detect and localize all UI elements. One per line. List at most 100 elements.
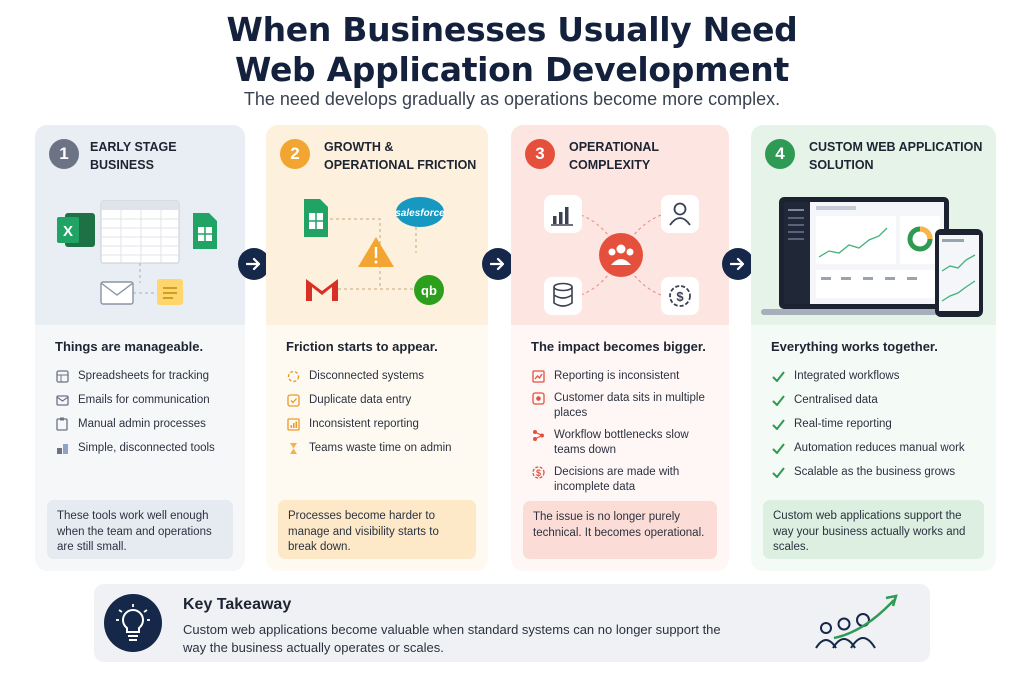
disconnect-icon (286, 369, 300, 383)
team-hub-icon (599, 233, 643, 277)
stage-title-line-2: BUSINESS (90, 158, 154, 172)
stage-title: GROWTH & OPERATIONAL FRICTION (324, 138, 476, 174)
team-growth-icon (815, 594, 898, 649)
google-sheets-icon (304, 199, 328, 237)
list-item-text: Spreadsheets for tracking (78, 370, 210, 382)
list-item: Simple, disconnected tools (55, 441, 235, 456)
quickbooks-logo: qb (414, 275, 444, 305)
stage-note: The issue is no longer purely technical.… (523, 501, 717, 559)
list-item: Scalable as the business grows (771, 465, 986, 480)
list-item: Centralised data (771, 393, 986, 408)
stage-title: EARLY STAGE BUSINESS (90, 138, 177, 174)
lightbulb-icon (104, 594, 162, 652)
stage-card-4-header: 4 CUSTOM WEB APPLICATION SOLUTION (751, 125, 996, 325)
list-item-text: Customer data sits in multiple places (554, 392, 705, 419)
svg-text:salesforce: salesforce (395, 208, 445, 219)
chart-icon (531, 369, 545, 383)
title-line-2: Web Application Development (235, 50, 789, 89)
stage-title-line-1: OPERATIONAL (569, 140, 660, 154)
warning-icon (358, 237, 394, 267)
list-item-text: Simple, disconnected tools (78, 442, 215, 454)
list-item: $ Decisions are made with incomplete data (531, 465, 719, 495)
list-item-text: Real-time reporting (794, 418, 892, 430)
list-item: Teams waste time on admin (286, 441, 478, 456)
check-icon (771, 417, 785, 431)
stage-title-line-1: EARLY STAGE (90, 140, 177, 154)
svg-text:X: X (63, 223, 73, 240)
stage-card-2-body: Friction starts to appear. Disconnected … (266, 325, 488, 571)
stage-lead: Things are manageable. (55, 339, 204, 354)
database-node (544, 277, 582, 315)
google-sheets-icon (193, 213, 217, 249)
next-arrow-icon (238, 248, 270, 280)
dollar-gear-node: $ (661, 277, 699, 315)
database-icon (531, 391, 545, 405)
list-item: Disconnected systems (286, 369, 478, 384)
stage-title-line-1: CUSTOM WEB APPLICATION (809, 140, 983, 154)
stage-lead: The impact becomes bigger. (531, 339, 706, 354)
spreadsheet-icon (55, 369, 69, 383)
list-item: Automation reduces manual work (771, 441, 986, 456)
stage-number-badge: 3 (525, 139, 555, 169)
report-icon (286, 417, 300, 431)
list-item-text: Inconsistent reporting (309, 418, 419, 430)
stage-items: Spreadsheets for tracking Emails for com… (55, 369, 235, 465)
sticky-note-illustration (157, 279, 183, 305)
stage-items: Integrated workflows Centralised data Re… (771, 369, 986, 489)
gmail-icon (306, 279, 338, 301)
list-item-text: Workflow bottlenecks slow teams down (554, 429, 689, 456)
stage-title: CUSTOM WEB APPLICATION SOLUTION (809, 138, 982, 174)
list-item-text: Emails for communication (78, 394, 210, 406)
check-icon (771, 369, 785, 383)
stage-card-1: 1 EARLY STAGE BUSINESS X (35, 125, 245, 571)
envelope-icon (55, 393, 69, 407)
svg-text:qb: qb (421, 283, 437, 298)
svg-text:$: $ (535, 468, 540, 478)
list-item: Emails for communication (55, 393, 235, 408)
list-item-text: Decisions are made with incomplete data (554, 466, 680, 493)
stage-items: Disconnected systems Duplicate data entr… (286, 369, 478, 465)
stage-title-line-2: COMPLEXITY (569, 158, 651, 172)
stage-card-2-header: 2 GROWTH & OPERATIONAL FRICTION salesfor (266, 125, 488, 325)
takeaway-title: Key Takeaway (183, 596, 292, 613)
list-item-text: Disconnected systems (309, 370, 425, 382)
stage-title-line-2: OPERATIONAL FRICTION (324, 158, 477, 172)
list-item: Reporting is inconsistent (531, 369, 719, 384)
workflow-icon (531, 428, 545, 442)
stage-number-badge: 4 (765, 139, 795, 169)
stage-number-badge: 2 (280, 139, 310, 169)
check-icon (771, 441, 785, 455)
list-item-text: Automation reduces manual work (794, 442, 965, 454)
list-item: Inconsistent reporting (286, 417, 478, 432)
list-item: Duplicate data entry (286, 393, 478, 408)
page-subtitle: The need develops gradually as operation… (243, 89, 781, 109)
hourglass-icon (286, 441, 300, 455)
list-item-text: Duplicate data entry (309, 394, 412, 406)
duplicate-icon (286, 393, 300, 407)
excel-icon: X (57, 213, 95, 247)
page-title: When Businesses Usually Need Web Applica… (0, 10, 1024, 90)
user-node (661, 195, 699, 233)
stage-number-badge: 1 (49, 139, 79, 169)
dollar-icon: $ (531, 465, 545, 479)
list-item: Integrated workflows (771, 369, 986, 384)
stage-card-3-body: The impact becomes bigger. Reporting is … (511, 325, 729, 571)
friction-illustration: salesforce qb (304, 197, 445, 305)
list-item-text: Integrated workflows (794, 370, 900, 382)
list-item: Spreadsheets for tracking (55, 369, 235, 384)
dashboard-illustration (761, 197, 983, 317)
next-arrow-icon (722, 248, 754, 280)
spreadsheet-illustration (100, 200, 180, 264)
phone-illustration (935, 229, 983, 317)
clipboard-icon (55, 417, 69, 431)
stage-title: OPERATIONAL COMPLEXITY (569, 138, 659, 174)
svg-text:$: $ (676, 289, 684, 304)
key-takeaway-panel: Key Takeaway Custom web applications bec… (94, 584, 930, 662)
stage-card-3: 3 OPERATIONAL COMPLEXITY (511, 125, 729, 571)
complexity-illustration: $ (544, 195, 699, 315)
stage-note: Custom web applications support the way … (763, 500, 984, 559)
stage-title-line-2: SOLUTION (809, 158, 874, 172)
stage-items: Reporting is inconsistent Customer data … (531, 369, 719, 502)
check-icon (771, 465, 785, 479)
envelope-illustration (100, 281, 134, 305)
